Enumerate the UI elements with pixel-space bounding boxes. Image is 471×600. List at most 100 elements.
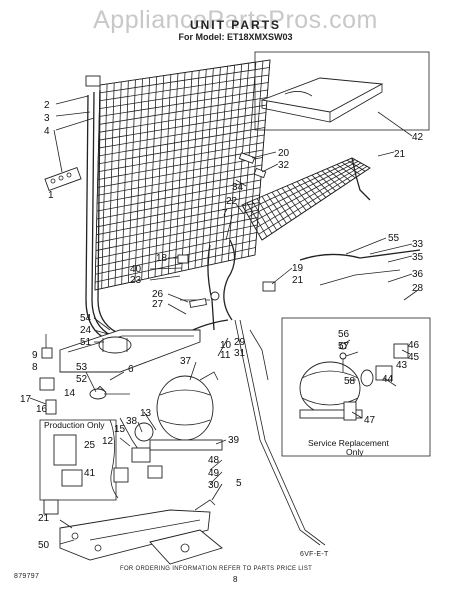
coil-wire [97,149,264,181]
callout-19: 19 [292,263,304,274]
coil-wire [95,239,257,275]
coil-wire [96,194,260,228]
coil-wire [97,142,264,173]
retainer-clip [44,166,82,192]
callout-46: 46 [408,340,420,351]
callout-7: 7 [222,208,228,219]
leader-lines [29,95,419,545]
callout-57: 57 [338,341,350,352]
coil-wire [96,209,259,244]
coil-wire [99,59,271,86]
callout-55: 55 [388,233,400,244]
coil-wire [96,187,261,220]
compressor [149,371,223,451]
callout-52: 52 [76,374,88,385]
callout-20: 20 [278,148,290,159]
coil-wire [98,119,266,149]
callout-4: 4 [44,126,50,137]
callout-51: 51 [80,337,92,348]
condenser-coil [44,59,271,341]
callout-32: 32 [278,160,290,171]
service-replacement-label-2: Only [346,447,364,457]
callout-22: 22 [226,196,238,207]
coil-wire [245,159,356,212]
callout-numbers: 2 3 4 1 42 20 32 34 21 22 7 55 33 35 18 … [20,100,424,551]
callout-31: 31 [234,348,246,359]
callout-25: 25 [84,440,96,451]
coil-wire [98,134,265,165]
coil-wire [99,74,269,102]
coil-wire [97,157,263,188]
callout-56: 56 [338,329,350,340]
refrigerant-tubing [177,152,421,546]
callout-5: 5 [236,478,242,489]
callout-37: 37 [180,356,192,367]
callout-36: 36 [412,269,424,280]
callout-29: 29 [234,337,246,348]
callout-6: 6 [128,364,134,375]
callout-42: 42 [412,132,424,143]
coil-wire [96,202,260,236]
coil-wire [98,104,267,133]
callout-12: 12 [102,436,114,447]
service-replacement-label: Service Replacement [308,438,389,448]
relay-overload-cluster [39,347,163,515]
callout-21a: 21 [394,149,406,160]
coil-wire [99,82,269,110]
callout-26: 26 [152,289,164,300]
callout-58: 58 [344,376,356,387]
coil-wire [96,179,261,212]
callout-47: 47 [364,415,376,426]
drain-pan-inset [254,51,430,131]
coil-wire [99,67,270,94]
callout-41: 41 [84,468,96,479]
coil-wire [255,164,365,229]
production-only-label: Production Only [44,420,105,430]
callout-21b: 21 [292,275,304,286]
callout-48: 48 [208,455,220,466]
callout-33: 33 [412,239,424,250]
coil-wire [95,217,258,251]
callout-2: 2 [44,100,50,111]
coil-wire [99,89,268,117]
service-replacement-box [281,317,431,457]
coil-wire [97,164,262,196]
callout-13: 13 [140,408,152,419]
callout-34: 34 [232,182,244,193]
coil-wire [98,97,268,125]
coil-wire [261,167,371,241]
callout-15: 15 [114,424,126,435]
callout-17: 17 [20,394,32,405]
watermark: AppliancePartsPros.com [93,6,378,34]
callout-50: 50 [38,540,50,551]
callout-10: 10 [220,340,232,351]
callout-40: 40 [130,264,142,275]
callout-28: 28 [412,283,424,294]
clip [177,254,189,264]
callout-38: 38 [126,416,138,427]
coil-wire [241,157,353,206]
callout-23: 23 [130,275,142,286]
callout-16: 16 [36,404,48,415]
dryer [238,152,256,164]
page-number: 8 [233,575,238,584]
callout-14: 14 [64,388,76,399]
production-only-box [39,419,117,501]
callout-24: 24 [80,325,92,336]
coil-wire [95,224,258,259]
callout-1: 1 [48,190,54,201]
callout-43: 43 [396,360,408,371]
callout-3: 3 [44,113,50,124]
callout-54: 54 [80,313,92,324]
coil-wire [95,232,257,267]
callout-27: 27 [152,299,164,310]
callout-44: 44 [382,374,394,385]
model-label: For Model: ET18XMXSW03 [178,32,293,42]
diagram-title: UNIT PARTS [189,18,282,32]
coil-wire [258,165,368,235]
coil-wire [248,160,359,218]
base-rail [59,499,223,565]
coil-wire [251,162,362,223]
